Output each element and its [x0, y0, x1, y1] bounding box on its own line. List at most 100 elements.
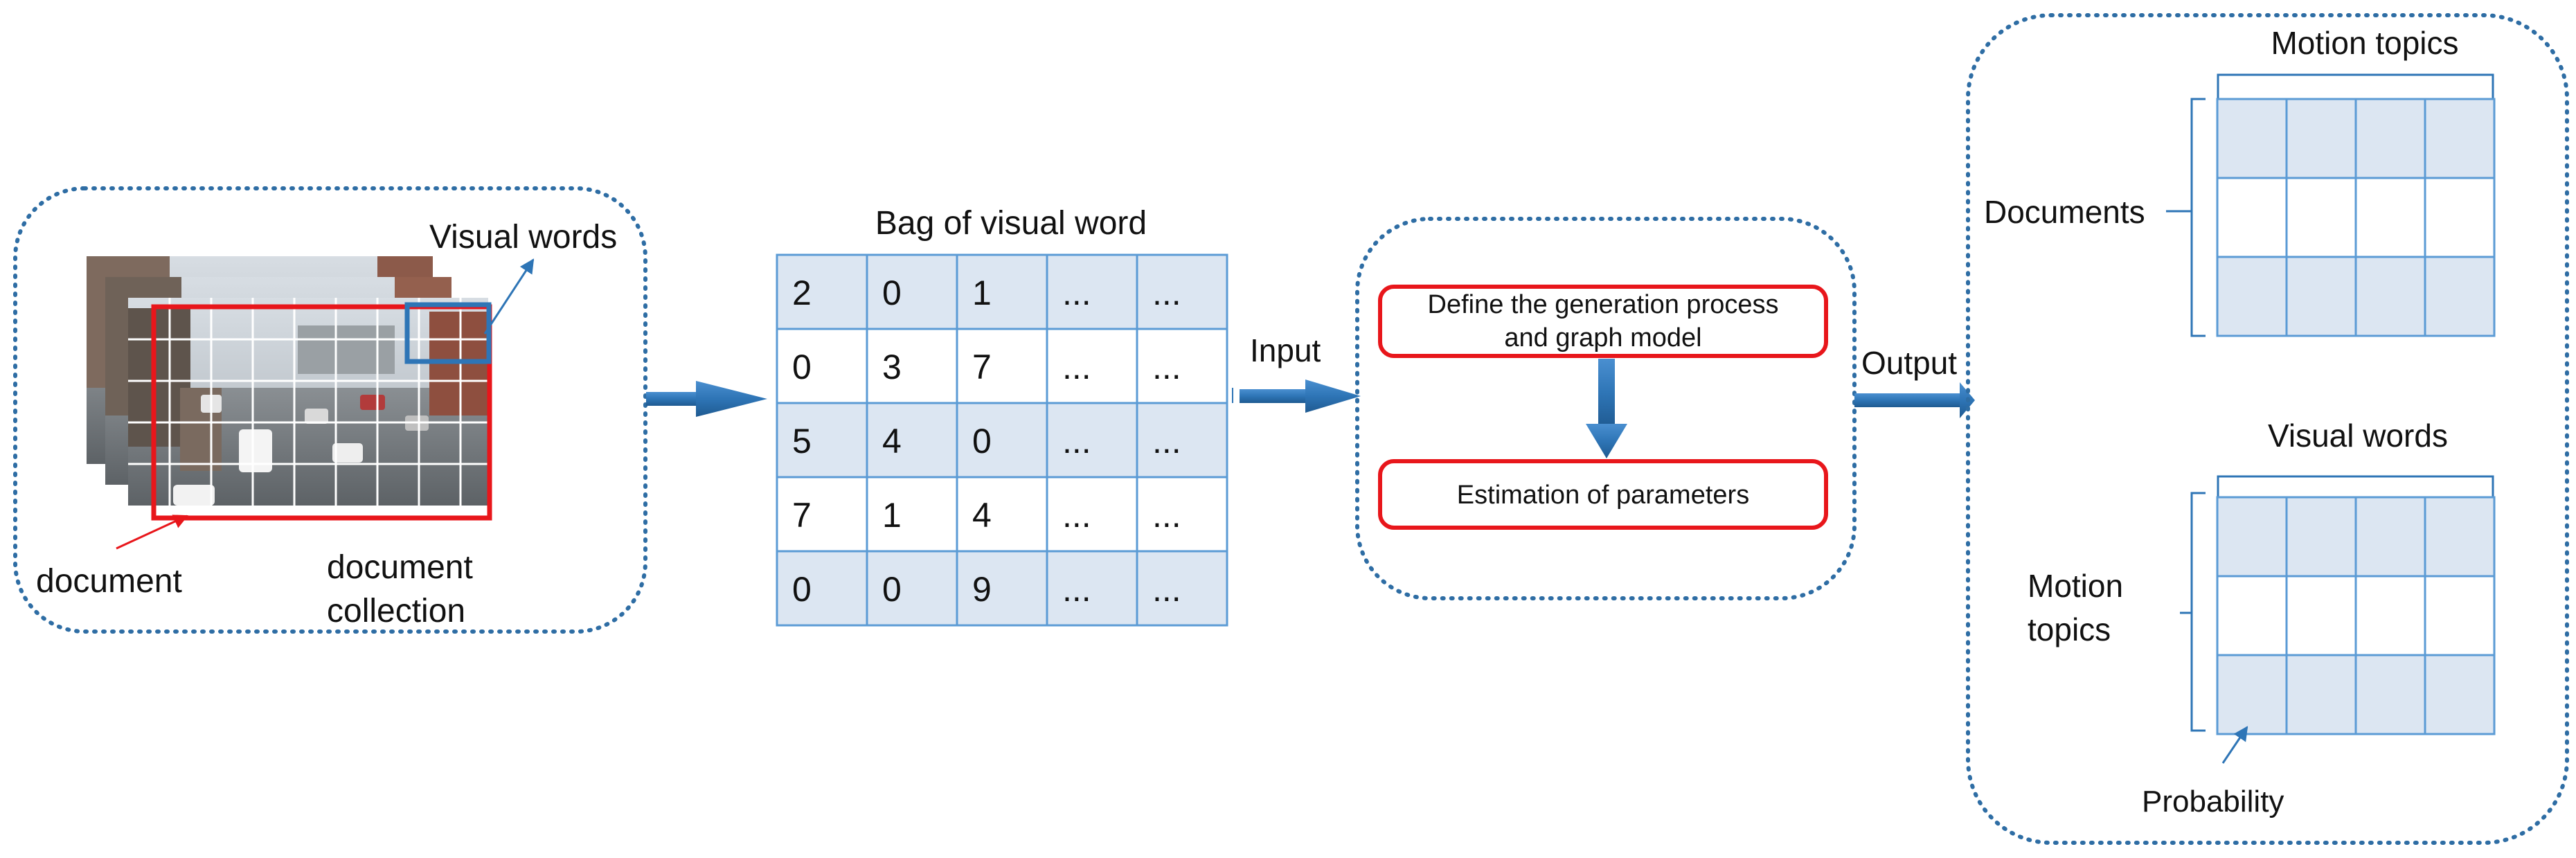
matrix-cell — [2285, 177, 2357, 258]
matrix-cell — [2216, 256, 2288, 337]
matrix-cell — [2216, 654, 2288, 735]
motion-topics-side-line2: topics — [2028, 611, 2111, 647]
probability-label: Probability — [2142, 785, 2284, 819]
matrix-cell — [2285, 654, 2357, 735]
topic-word-matrix — [2216, 496, 2496, 735]
frame-grid — [128, 298, 488, 506]
model-output-panel — [1966, 13, 2569, 845]
bow-cell — [776, 550, 868, 627]
bow-cell — [866, 328, 958, 404]
bow-cell-value: ... — [1062, 274, 1091, 312]
bow-cell-value: ... — [1062, 570, 1091, 609]
bow-cell — [956, 328, 1048, 404]
document-collection-panel — [13, 186, 647, 634]
bow-cell-value: 1 — [882, 496, 902, 535]
bow-cell-value: 4 — [972, 496, 992, 535]
bow-cell — [866, 253, 958, 330]
bow-cell — [776, 253, 868, 330]
bow-cell — [1046, 402, 1138, 479]
bow-cell — [956, 550, 1048, 627]
bow-cell-value: 0 — [972, 422, 992, 461]
motion-topics-brace — [2217, 73, 2494, 99]
matrix-cell — [2424, 256, 2496, 337]
bow-cell — [1136, 402, 1228, 479]
matrix-cell — [2216, 496, 2288, 578]
document-topic-matrix — [2216, 98, 2496, 337]
document-label: document — [36, 563, 182, 600]
matrix-cell — [2354, 98, 2426, 179]
bow-cell — [956, 253, 1048, 330]
bow-cell — [866, 402, 958, 479]
vehicle-icon — [360, 395, 385, 410]
parameter-estimation-box — [1378, 459, 1828, 530]
bow-cell-value: 7 — [972, 348, 992, 386]
document-collection-label-line1: document — [327, 549, 473, 586]
bow-cell — [866, 550, 958, 627]
vehicle-icon — [239, 429, 272, 472]
matrix-cell — [2285, 496, 2357, 578]
matrix-cell — [2424, 496, 2496, 578]
visual-word-pointer — [483, 258, 535, 334]
bow-cell — [776, 402, 868, 479]
document-collection-label-line2: collection — [327, 593, 465, 629]
bow-cell-value: 9 — [972, 570, 992, 609]
documents-brace — [2166, 98, 2206, 337]
parameter-estimation-label: Estimation of parameters — [1457, 481, 1749, 510]
output-label: Output — [1861, 345, 1957, 381]
matrix-cell — [2216, 98, 2288, 179]
bow-cell-value: ... — [1152, 348, 1181, 386]
bow-title: Bag of visual word — [875, 205, 1147, 242]
output-arrow — [1854, 382, 1975, 418]
bow-cell-value: ... — [1062, 348, 1091, 386]
bow-cell — [776, 328, 868, 404]
matrix-cell — [2424, 98, 2496, 179]
bow-cell — [1046, 550, 1138, 627]
bow-cell — [1046, 328, 1138, 404]
bow-cell-value: 2 — [792, 274, 812, 312]
visual-word-cell — [404, 302, 492, 364]
bow-cell — [956, 476, 1048, 553]
matrix-cell — [2285, 256, 2357, 337]
matrix-cell — [2424, 575, 2496, 656]
process-step-arrow — [1586, 359, 1627, 458]
bow-cell — [1046, 476, 1138, 553]
matrix-cell — [2424, 177, 2496, 258]
bow-cell — [866, 476, 958, 553]
video-frame-front — [128, 298, 488, 506]
motion-topics-side-line1: Motion — [2028, 568, 2123, 604]
document-pointer — [116, 515, 188, 550]
bow-cell-value: 3 — [882, 348, 902, 386]
flow-arrow-to-bow — [646, 381, 767, 417]
generation-process-box — [1378, 285, 1828, 358]
motion-topics-header: Motion topics — [2271, 25, 2458, 61]
generation-process-line1: Define the generation process — [1428, 290, 1779, 319]
visual-words-brace — [2217, 475, 2494, 497]
bow-cell — [1046, 253, 1138, 330]
bow-cell-value: 0 — [882, 274, 902, 312]
matrix-cell — [2424, 654, 2496, 735]
matrix-cell — [2354, 496, 2426, 578]
bow-cell-value: ... — [1152, 570, 1181, 609]
bow-cell-value: 5 — [792, 422, 812, 461]
bow-cell-value: ... — [1152, 496, 1181, 535]
model-process-panel — [1355, 217, 1857, 600]
visual-words-header: Visual words — [2268, 418, 2448, 454]
bow-cell — [1136, 328, 1228, 404]
matrix-cell — [2354, 177, 2426, 258]
vehicle-icon — [305, 409, 328, 424]
visual-words-label: Visual words — [429, 219, 617, 256]
generation-process-line2: and graph model — [1504, 323, 1701, 352]
vehicle-icon — [173, 485, 215, 506]
bow-cell-value: 0 — [882, 570, 902, 609]
bow-cell-value: 4 — [882, 422, 902, 461]
matrix-cell — [2285, 575, 2357, 656]
bow-cell-value: ... — [1062, 496, 1091, 535]
bow-cell-value: ... — [1062, 422, 1091, 461]
motion-topics-brace-side — [2180, 492, 2206, 732]
documents-side-label: Documents — [1984, 194, 2145, 230]
bow-cell-value: 7 — [792, 496, 812, 535]
bow-cell — [1136, 476, 1228, 553]
bow-cell-value: 0 — [792, 570, 812, 609]
